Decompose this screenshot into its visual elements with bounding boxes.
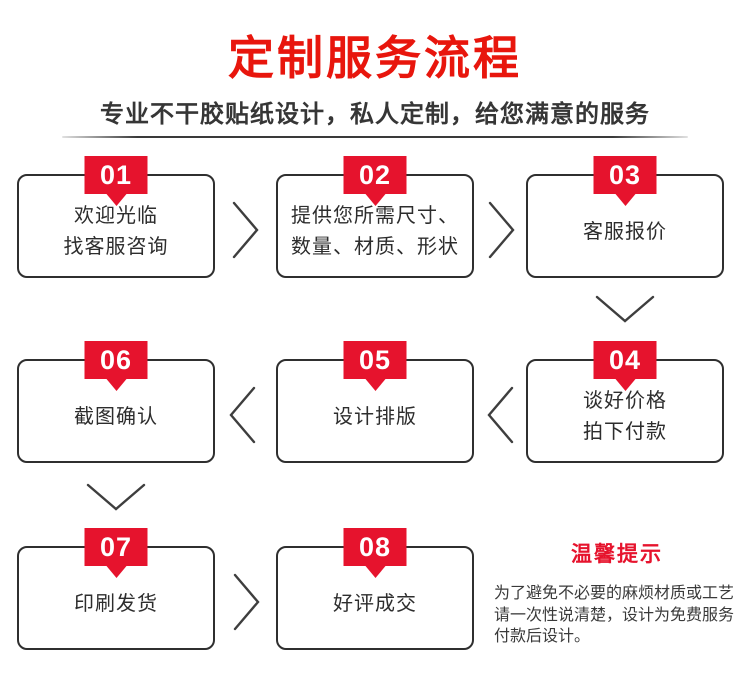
step-text-line: 提供您所需尺寸、 [291,205,459,227]
step-text-line: 设计排版 [333,405,417,428]
step-box-05: 05 设计排版 [276,341,474,463]
chevron-down-icon [595,295,655,323]
step-box-04: 04 谈好价格 拍下付款 [526,341,724,463]
step-number: 05 [358,345,392,375]
step-number: 01 [99,160,133,190]
chevron-right-icon [232,201,259,259]
step-text-06: 截图确认 [19,361,213,461]
page-title: 定制服务流程 [228,32,522,84]
step-badge-06: 06 [84,341,148,391]
step-text-line: 印刷发货 [74,592,158,615]
step-box-07: 07 印刷发货 [17,528,215,650]
tips-body: 为了避免不必要的麻烦材质或工艺 请一次性说清楚，设计为免费服务 付款后设计。 [494,583,740,648]
step-badge-04: 04 [593,341,657,391]
step-text-line: 拍下付款 [583,421,667,443]
tips-title: 温馨提示 [571,543,663,566]
step-box-06: 06 截图确认 [17,341,215,463]
step-box-01: 01 欢迎光临 找客服咨询 [17,156,215,278]
step-text-05: 设计排版 [278,361,472,461]
step-text-07: 印刷发货 [19,548,213,648]
step-number: 08 [358,532,392,562]
step-text-01: 欢迎光临 找客服咨询 [19,176,213,276]
step-box-03: 03 客服报价 [526,156,724,278]
step-text-line: 欢迎光临 [74,205,158,227]
tips-line: 请一次性说清楚，设计为免费服务 [494,606,735,624]
step-text-line: 截图确认 [74,405,158,428]
page-subtitle: 专业不干胶贴纸设计，私人定制，给您满意的服务 [100,101,650,128]
step-badge-07: 07 [84,528,148,578]
chevron-right-icon [488,201,515,259]
step-text-08: 好评成交 [278,548,472,648]
step-text-line: 谈好价格 [583,390,667,412]
step-box-08: 08 好评成交 [276,528,474,650]
step-text-02: 提供您所需尺寸、 数量、材质、形状 [278,176,472,276]
step-badge-03: 03 [593,156,657,206]
step-text-line: 客服报价 [583,220,667,243]
step-number: 03 [608,160,642,190]
step-badge-01: 01 [84,156,148,206]
step-text-line: 数量、材质、形状 [291,236,459,258]
tips-line: 为了避免不必要的麻烦材质或工艺 [494,585,735,602]
step-badge-08: 08 [343,528,407,578]
step-number: 04 [608,345,642,375]
step-badge-02: 02 [343,156,407,206]
step-number: 06 [99,345,133,375]
step-text-03: 客服报价 [528,176,722,276]
step-badge-05: 05 [343,341,407,391]
divider [62,136,688,138]
step-text-line: 找客服咨询 [63,236,169,258]
tips-section: 温馨提示 为了避免不必要的麻烦材质或工艺 请一次性说清楚，设计为免费服务 付款后… [494,538,740,648]
chevron-right-icon [233,573,260,631]
step-number: 07 [99,532,133,562]
step-text-line: 好评成交 [333,592,417,615]
step-box-02: 02 提供您所需尺寸、 数量、材质、形状 [276,156,474,278]
step-number: 02 [358,160,392,190]
chevron-down-icon [86,483,146,511]
chevron-left-icon [487,386,514,444]
chevron-left-icon [229,386,256,444]
step-text-04: 谈好价格 拍下付款 [528,361,722,461]
tips-line: 付款后设计。 [494,628,591,645]
